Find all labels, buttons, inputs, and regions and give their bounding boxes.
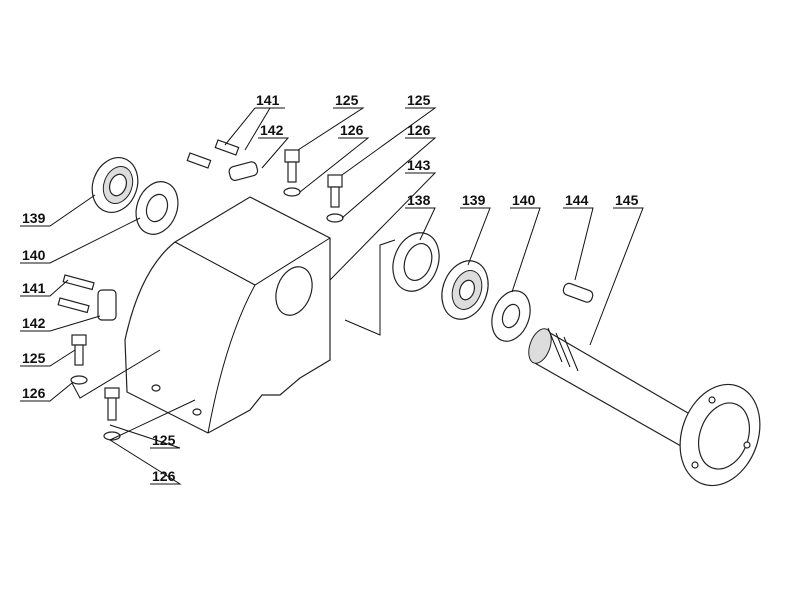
screws-141-left	[57, 274, 117, 321]
leader-lines	[20, 107, 644, 485]
bearing-139-left	[91, 157, 139, 213]
label-141-top: 141	[256, 92, 280, 108]
bearing-139-right	[441, 260, 489, 320]
label-139-left: 139	[22, 210, 46, 226]
label-125-a: 125	[335, 92, 359, 108]
screws-141-top	[186, 139, 259, 181]
callout-labels: 141 142 125 126 125 126 143 138 139 140 …	[22, 92, 639, 484]
washer-140-left	[135, 181, 179, 235]
shaft-145	[528, 327, 761, 487]
label-141-left: 141	[22, 280, 46, 296]
label-140-right: 140	[512, 192, 536, 208]
bolts-125-126-top	[283, 149, 344, 223]
label-142-left: 142	[22, 315, 46, 331]
label-126-a: 126	[340, 122, 364, 138]
seal-138	[392, 232, 440, 292]
label-142-top: 142	[260, 122, 284, 138]
bolts-125-126-left	[70, 334, 121, 441]
label-138: 138	[407, 192, 431, 208]
housing	[124, 196, 331, 434]
label-144: 144	[565, 192, 589, 208]
label-126-bottom: 126	[152, 468, 176, 484]
label-145: 145	[615, 192, 639, 208]
label-140-left: 140	[22, 247, 46, 263]
label-125-left: 125	[22, 350, 46, 366]
label-126-b: 126	[407, 122, 431, 138]
label-125-b: 125	[407, 92, 431, 108]
washer-140-right	[491, 290, 531, 342]
label-139-right: 139	[462, 192, 486, 208]
label-143: 143	[407, 157, 431, 173]
key-144	[562, 282, 594, 303]
label-125-bottom: 125	[152, 432, 176, 448]
label-126-left: 126	[22, 385, 46, 401]
